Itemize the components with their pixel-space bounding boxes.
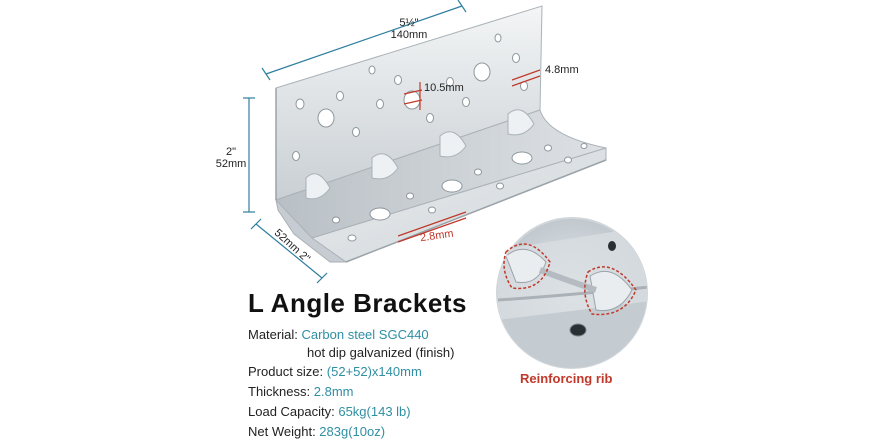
hole-size-label: 10.5mm [424,82,464,94]
measurement-marks [397,69,541,243]
length-label: 5½" 140mm [384,17,434,41]
rib-detail-zoom [496,217,648,369]
height-inch: 2" [225,146,237,158]
spec-product-size: Product size: (52+52)x140mm [248,364,422,379]
spec-material-finish: hot dip galvanized (finish) [307,345,455,360]
length-inch: 5½" [399,17,419,29]
length-dimension-line [261,0,467,81]
height-mm: 52mm [215,158,247,170]
product-title: L Angle Brackets [248,288,467,318]
slot-size-label: 4.8mm [545,64,579,76]
spec-material: Material: Carbon steel SGC440 [248,327,429,342]
spec-thickness: Thickness: 2.8mm [248,384,354,399]
spec-load-capacity: Load Capacity: 65kg(143 lb) [248,404,411,419]
height-label: 2" 52mm [214,146,248,170]
height-dimension-line [243,97,255,213]
length-mm: 140mm [390,29,428,41]
depth-dimension-line [250,218,328,284]
rib-caption: Reinforcing rib [520,371,613,386]
spec-net-weight: Net Weight: 283g(10oz) [248,424,386,439]
rib-highlight-right [584,266,637,316]
